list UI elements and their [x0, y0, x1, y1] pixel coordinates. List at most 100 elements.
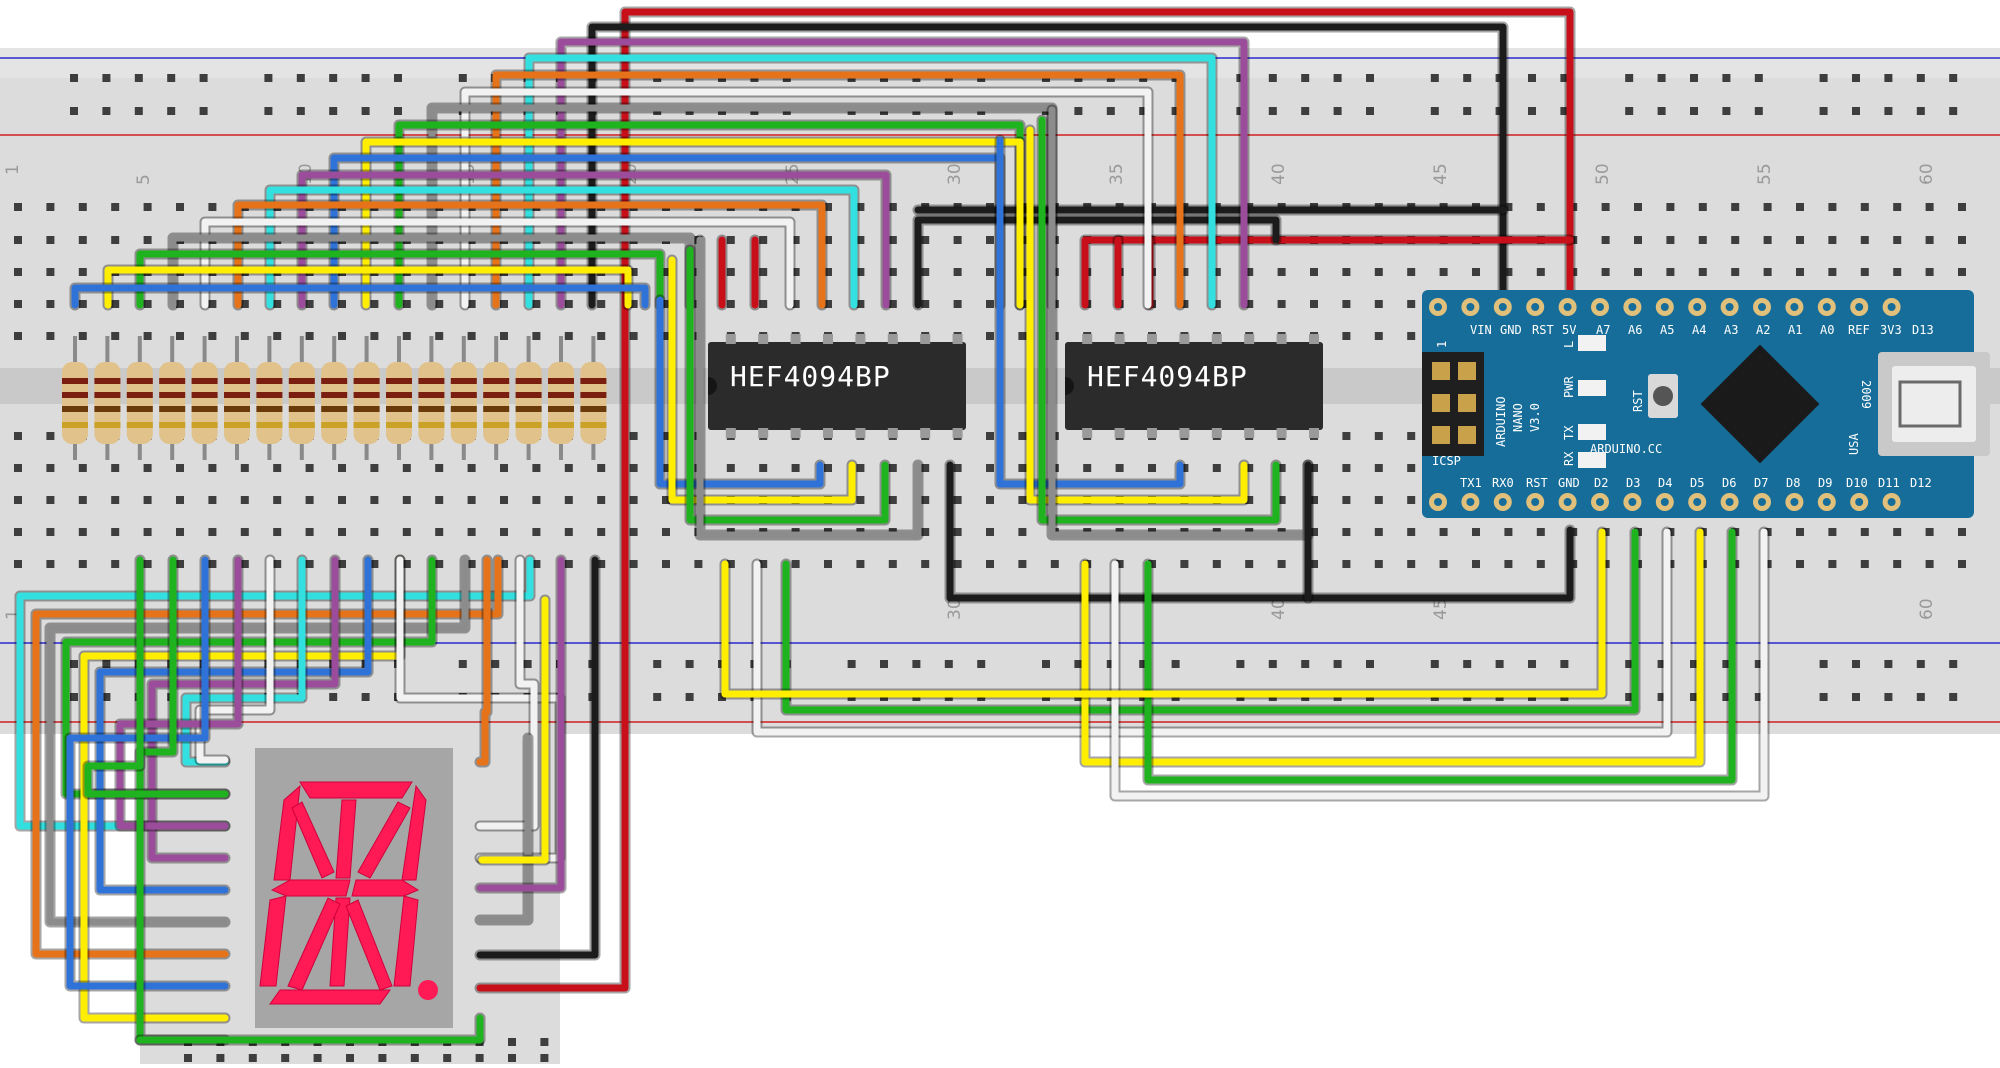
display-segment — [269, 989, 391, 1005]
resistor-band — [256, 422, 283, 428]
ic-pin — [1244, 428, 1255, 438]
resistor-band — [548, 422, 574, 428]
jumper-wire — [696, 236, 922, 539]
ic-left-pins — [725, 334, 963, 438]
pin-label-d9: D9 — [1818, 476, 1832, 490]
pin-label-a0: A0 — [1820, 323, 1834, 337]
jumper-wire — [66, 556, 229, 990]
resistor-band — [483, 392, 510, 398]
resistor-band — [224, 422, 250, 428]
resistor-band — [321, 406, 348, 412]
ic-pin — [1114, 428, 1125, 438]
board-name-line2: NANO — [1511, 403, 1525, 432]
resistor-band — [191, 422, 218, 428]
resistor-band — [353, 406, 380, 412]
column-number-50: 50 — [1593, 163, 1613, 185]
decimal-point — [418, 980, 438, 1000]
resistor-band — [418, 392, 445, 398]
resistor-band — [62, 378, 88, 384]
jumper-wire — [136, 250, 664, 309]
resistor-band — [256, 406, 283, 412]
ic-pin — [1114, 334, 1125, 344]
resistor-band — [159, 378, 186, 384]
column-number-30: 30 — [945, 163, 965, 185]
ic-pin — [1147, 428, 1157, 438]
pin-label-a6: A6 — [1628, 323, 1642, 337]
ic-pin — [1309, 334, 1319, 344]
resistor-band — [224, 378, 250, 384]
pin-label-rx0: RX0 — [1492, 476, 1514, 490]
ic-pin — [887, 334, 898, 344]
pin-label-d6: D6 — [1722, 476, 1736, 490]
pin-label-d11: D11 — [1878, 476, 1900, 490]
pin-label-d2: D2 — [1594, 476, 1608, 490]
resistor-band — [515, 392, 542, 398]
resistor-band — [224, 392, 250, 398]
resistor-body — [515, 362, 542, 444]
ic-pin — [1276, 428, 1287, 438]
resistor-band — [94, 422, 121, 428]
year-label: 2009 — [1859, 380, 1873, 409]
resistor-band — [94, 378, 121, 384]
pin-label-d4: D4 — [1658, 476, 1672, 490]
arduino-nano[interactable]: ICSP 1 ARDUINO NANO V3.0 ARDUINO.CC RST … — [1422, 290, 1990, 518]
shift-register-right[interactable]: HEF4094BP — [1065, 334, 1323, 438]
ic-pin — [1244, 334, 1255, 344]
alphanumeric-display[interactable] — [255, 748, 453, 1028]
led-rx-label: RX — [1562, 451, 1576, 466]
resistor-body — [321, 362, 348, 444]
ic-pin — [855, 428, 866, 438]
icsp-pin — [1458, 362, 1476, 380]
resistor-band — [548, 406, 574, 412]
pin-label-d5: D5 — [1690, 476, 1704, 490]
ic-pin — [1179, 428, 1190, 438]
resistor-body — [126, 362, 153, 444]
resistor-band — [483, 422, 510, 428]
resistor-band — [288, 422, 315, 428]
resistor-band — [191, 406, 218, 412]
display-segment — [335, 799, 357, 879]
pin-label-ref: REF — [1848, 323, 1870, 337]
jumper-wire — [1081, 236, 1574, 309]
resistor-band — [353, 378, 380, 384]
resistor-band — [548, 378, 574, 384]
resistor-band — [450, 392, 477, 398]
ic-pin — [758, 334, 769, 344]
led-pwr — [1578, 380, 1606, 396]
pin-label-a4: A4 — [1692, 323, 1706, 337]
jumper-wire — [525, 54, 1216, 309]
jumper-wire — [266, 186, 858, 309]
ic-pin — [725, 334, 736, 344]
resistor-band — [483, 406, 510, 412]
ic-pin — [823, 334, 833, 344]
resistor-body — [483, 362, 510, 444]
led-l-label: L — [1562, 341, 1576, 348]
jumper-wire — [478, 596, 549, 864]
resistor-band — [288, 406, 315, 412]
ic-pin — [887, 428, 898, 438]
resistor-band — [126, 406, 153, 412]
pin-label-d8: D8 — [1786, 476, 1800, 490]
jumper-wire — [84, 556, 229, 798]
lower-column-number-30: 30 — [945, 598, 965, 620]
ic-pin — [1179, 334, 1190, 344]
column-number-55: 55 — [1755, 163, 1775, 185]
jumper-wire — [686, 246, 889, 524]
resistor-band — [386, 422, 412, 428]
resistor-band — [62, 422, 88, 428]
resistor-band — [94, 392, 121, 398]
resistor-band — [418, 378, 445, 384]
jumper-wire — [476, 734, 532, 924]
jumper-wire — [1111, 528, 1768, 800]
pin-label-5v: 5V — [1562, 323, 1576, 337]
resistor-band — [386, 378, 412, 384]
jumper-wire — [946, 461, 1574, 602]
resistor-body — [256, 362, 283, 444]
shift-register-left[interactable]: HEF4094BP — [708, 334, 966, 438]
resistor-band — [353, 392, 380, 398]
jumper-wire — [32, 556, 502, 958]
resistor-body — [94, 362, 121, 444]
resistor-body — [386, 362, 412, 444]
resistor-body — [418, 362, 445, 444]
